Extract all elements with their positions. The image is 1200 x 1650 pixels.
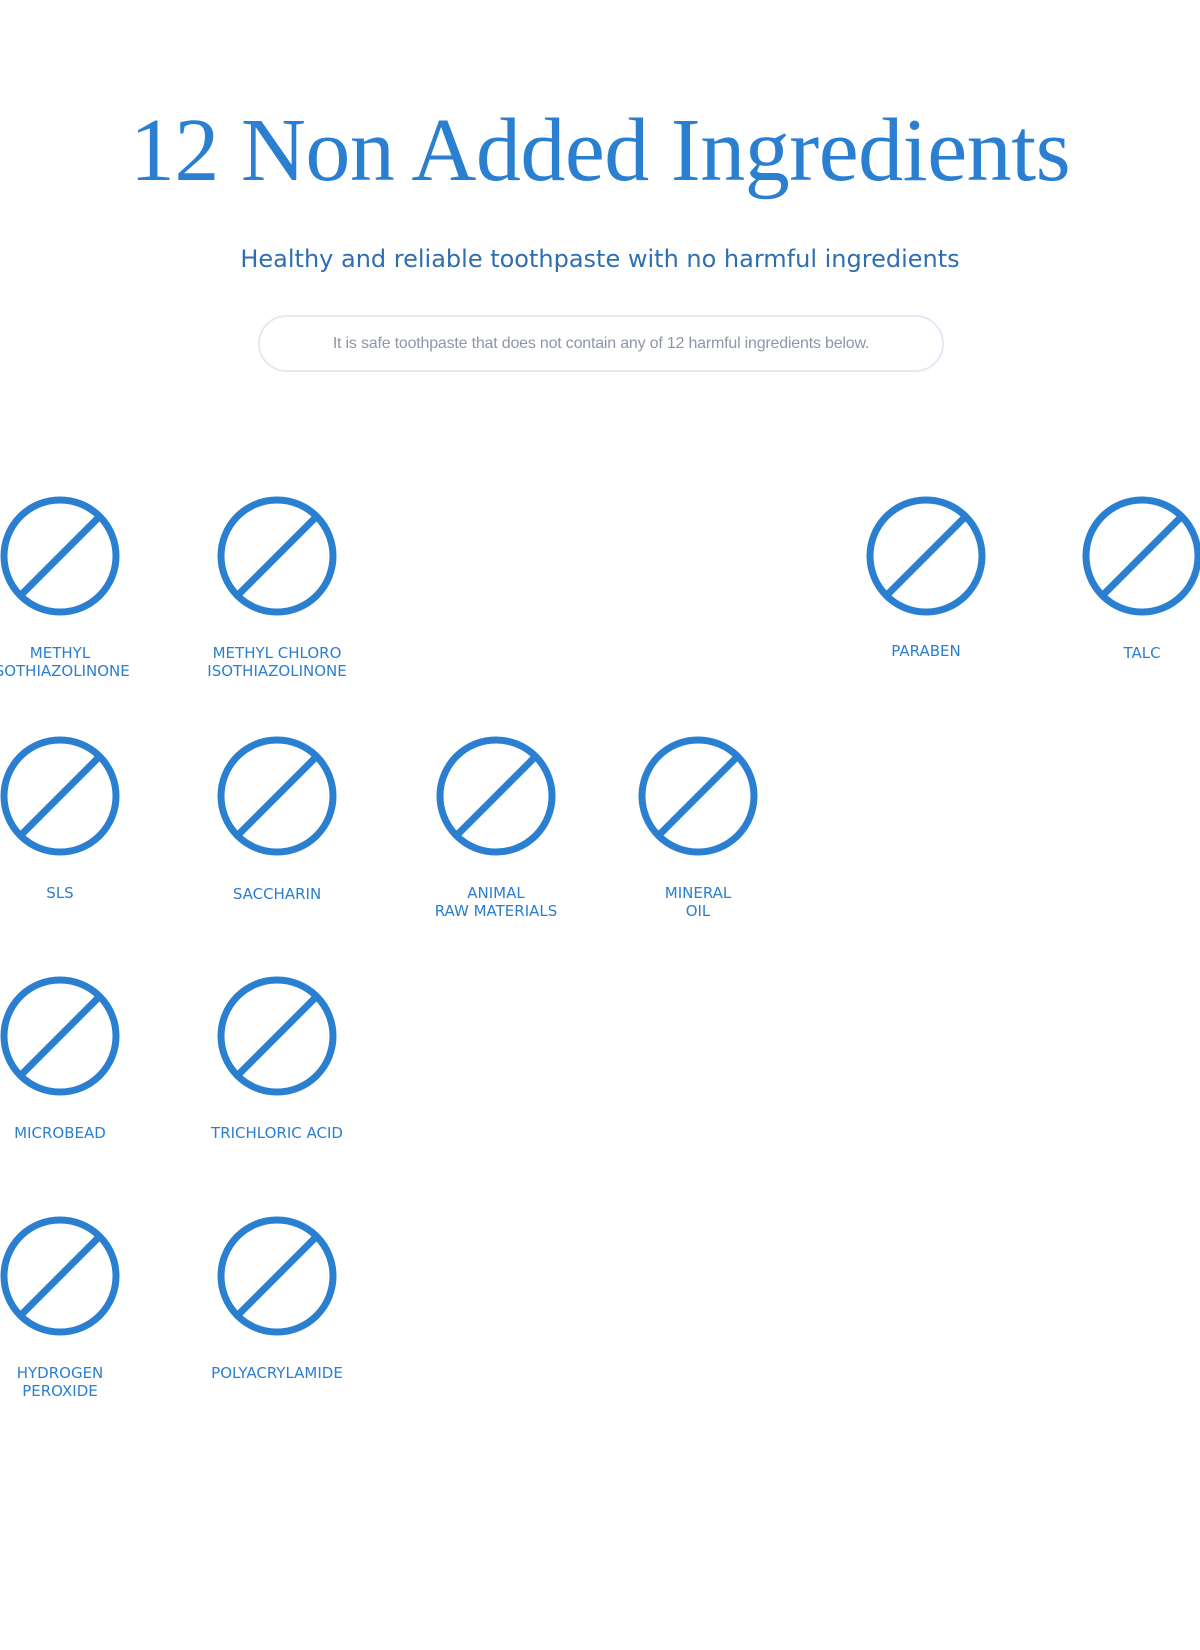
page-title: 12 Non Added Ingredients [129,101,1071,200]
prohibited-icon [866,496,986,616]
prohibited-icon [217,976,337,1096]
prohibited-icon [1082,496,1200,616]
prohibited-icon [436,736,556,856]
ingredient-label: MINERAL OIL [664,884,732,920]
ingredient-label: METHYL CHLORO ISOTHIAZOLINONE [207,644,347,680]
prohibited-icon [217,496,337,616]
ingredient-label: SLS [46,884,74,902]
prohibited-icon [0,736,120,856]
notice-text: It is safe toothpaste that does not cont… [332,334,870,352]
page-subtitle: Healthy and reliable toothpaste with no … [240,245,960,273]
ingredient-label: ANIMAL RAW MATERIALS [434,884,558,920]
ingredient-label: POLYACRYLAMIDE [211,1364,343,1382]
prohibited-icon [217,736,337,856]
ingredient-label: TALC [1123,644,1161,662]
ingredient-label: TRICHLORIC ACID [211,1124,343,1142]
ingredient-label: METHYL ISOTHIAZOLINONE [0,644,130,680]
ingredient-label: SACCHARIN [232,885,322,903]
ingredient-label: PARABEN [891,642,961,660]
prohibited-icon [0,1216,120,1336]
prohibited-icon [217,1216,337,1336]
notice-pill: It is safe toothpaste that does not cont… [258,315,944,372]
ingredient-label: HYDROGEN PEROXIDE [16,1364,104,1400]
prohibited-icon [0,496,120,616]
prohibited-icon [638,736,758,856]
prohibited-icon [0,976,120,1096]
ingredient-label: MICROBEAD [14,1124,106,1142]
